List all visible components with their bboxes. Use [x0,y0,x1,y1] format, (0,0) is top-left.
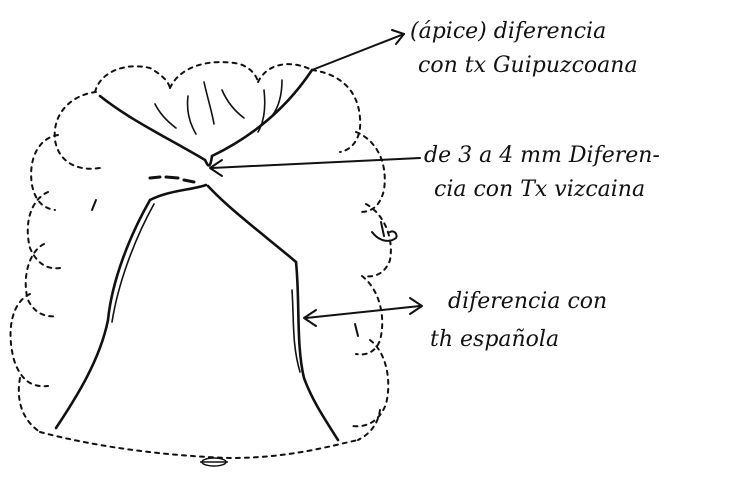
tooth-outline-right-4 [356,276,382,354]
tooth-outline-right-5 [352,340,388,426]
palate-outline [56,70,338,440]
waist-dashes [150,177,194,182]
tooth-outline-left-2 [31,135,58,210]
arrows [210,30,422,326]
anterior-region-right [212,70,312,156]
anterior-region-left [100,96,205,160]
base-detail [200,458,228,466]
tooth-outline-top-2 [170,62,258,88]
tooth-outline-left-1 [55,92,100,169]
waist-left-lower [150,185,206,200]
tooth-outline-left-4 [26,244,58,316]
annotation-apex-line2: con tx Guipuzcoana [418,53,638,78]
annotation-middle: de 3 a 4 mm Diferen- cia con Tx vizcaina [424,143,660,202]
apex-arrow [312,34,404,70]
palate-left-side [56,200,150,428]
annotation-side-line2: th española [430,327,559,352]
annotation-middle-line1: de 3 a 4 mm Diferen- [424,143,660,168]
side-arrow [306,306,420,318]
tooth-outline-top-1 [95,66,170,92]
tooth-outline-right-6 [358,410,380,440]
tick-mark-3 [92,200,96,210]
middle-arrow [212,158,420,168]
annotation-apex: (ápice) diferencia con tx Guipuzcoana [410,19,638,78]
tooth-outline-left-5 [11,294,48,386]
palate-right-side [296,262,338,440]
waist-upper [205,156,212,166]
waist-right-lower [208,186,296,262]
annotation-apex-line1: (ápice) diferencia [410,19,606,44]
rugae-strokes [155,80,282,134]
tick-mark-2 [355,324,358,336]
tooth-outline-right-2 [356,132,385,212]
base-outline [40,432,358,458]
annotation-side-line1: diferencia con [448,289,607,314]
tooth-outline-right-1 [312,70,360,152]
dotted-tooth-outlines [11,62,391,458]
annotation-side: diferencia con th española [430,289,607,352]
annotation-middle-line2: cia con Tx vizcaina [434,177,645,202]
palate-left-side-double [112,204,154,322]
